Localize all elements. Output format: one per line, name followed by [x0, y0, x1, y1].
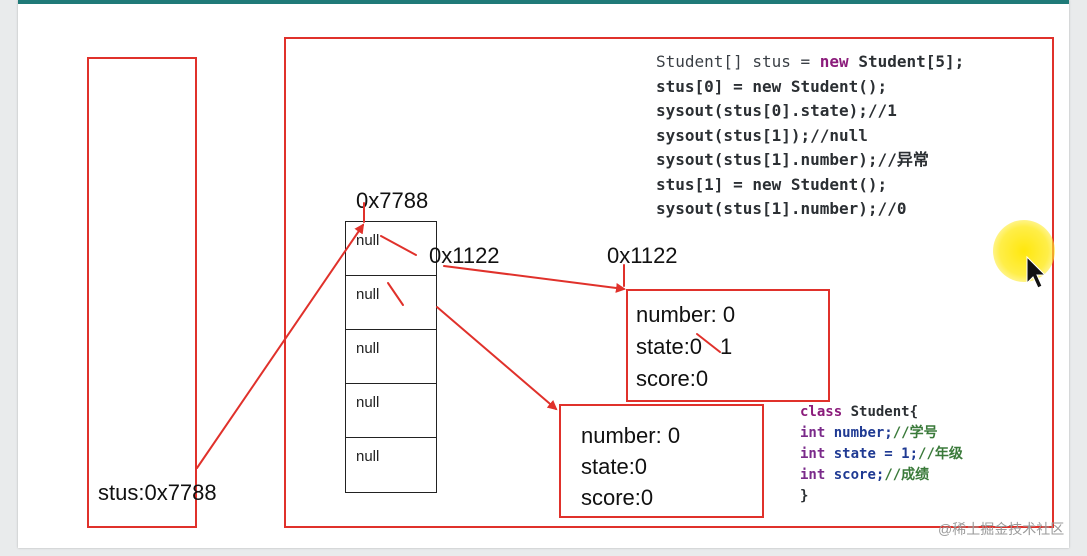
student0-object: number: 0 state:0 1 score:0 — [626, 289, 830, 402]
code-line-1-rest: Student[5]; — [858, 52, 965, 71]
class-line-3-comment: //年级 — [918, 446, 963, 462]
array-cell-3-value: null — [356, 394, 380, 411]
array-cell-2: null — [346, 330, 436, 384]
code-line-5: sysout(stus[1].number);//异常 — [656, 150, 929, 169]
array-cells: null null null null null — [345, 221, 437, 493]
code-line-4: sysout(stus[1]);//null — [656, 125, 868, 145]
class-line-2-field: number; — [833, 425, 893, 441]
code-line-2: stus[0] = new Student(); — [656, 76, 888, 96]
class-line-4-comment: //成绩 — [884, 467, 930, 483]
class-line-3: int state = 1;//年级 — [800, 444, 963, 465]
class-line-5: } — [800, 488, 809, 504]
code-line-3: sysout(stus[0].state);//1 — [656, 101, 897, 120]
array-cell-1-value: null — [356, 286, 380, 303]
slide-top-bar — [18, 0, 1069, 4]
watermark: @稀土掘金技术社区 — [938, 521, 1065, 537]
code-line-1-var: stus = — [752, 52, 811, 71]
student0-address-label: 0x1122 — [607, 243, 678, 268]
class-line-1: class Student{ — [800, 402, 963, 423]
array-cell-3: null — [346, 384, 436, 438]
class-name: Student{ — [850, 404, 919, 420]
student0-number: number: 0 — [636, 302, 736, 327]
class-line-4: int score;//成绩 — [800, 465, 963, 486]
student1-object: number: 0 state:0 score:0 — [559, 404, 764, 518]
student1-score: score:0 — [581, 485, 654, 510]
code-line-6: stus[1] = new Student(); — [656, 174, 888, 194]
array-cell-0: null — [346, 222, 436, 276]
student1-number: number: 0 — [581, 423, 681, 448]
class-keyword: class — [800, 404, 843, 420]
code-line-1-type: Student[] — [656, 52, 743, 71]
class-line-2: int number;//学号 — [800, 423, 963, 444]
class-line-2-type: int — [800, 425, 826, 441]
student0-state-old: state:0 — [636, 334, 703, 359]
array-cell-0-value: null — [356, 232, 380, 249]
cell0-pointer-label: 0x1122 — [429, 243, 500, 268]
code-line-1-new: new — [819, 52, 849, 71]
student0-state: state:0 1 — [636, 331, 820, 363]
array-cell-4-value: null — [356, 448, 380, 465]
student0-state-new: 1 — [720, 334, 733, 359]
code-line-7: sysout(stus[1].number);//0 — [656, 199, 907, 218]
cursor-highlight — [993, 220, 1055, 282]
class-line-2-comment: //学号 — [892, 425, 938, 441]
stack-region — [87, 57, 197, 528]
array-address-label: 0x7788 — [356, 188, 429, 213]
code-line-1: Student[] stus = new Student[5]; — [656, 50, 964, 75]
class-line-4-type: int — [800, 467, 826, 483]
array-cell-1: null — [346, 276, 436, 330]
code-snippet: Student[] stus = new Student[5];stus[0] … — [656, 50, 964, 222]
array-cell-2-value: null — [356, 340, 380, 357]
stack-variable-label: stus:0x7788 — [98, 480, 217, 505]
student0-score: score:0 — [636, 366, 709, 391]
class-line-3-field: state = 1; — [833, 446, 919, 462]
class-line-4-field: score; — [833, 467, 885, 483]
class-line-3-type: int — [800, 446, 826, 462]
array-cell-4: null — [346, 438, 436, 492]
student1-state: state:0 — [581, 454, 648, 479]
